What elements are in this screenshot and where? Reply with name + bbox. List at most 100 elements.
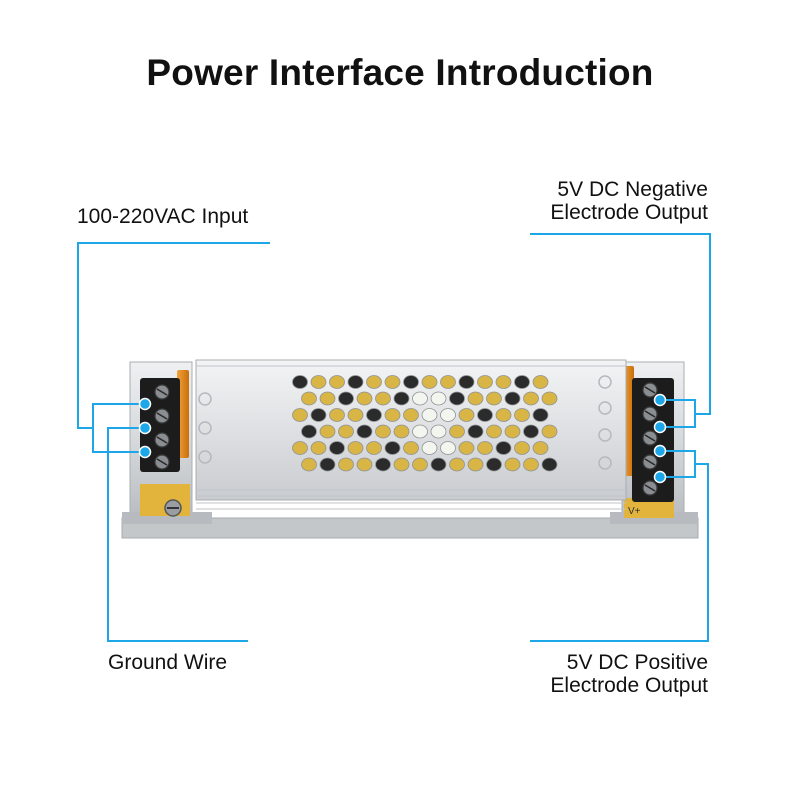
vent-hole xyxy=(467,391,484,406)
vent-hole xyxy=(449,457,465,472)
dc-negative-label-line-2: Electrode Output xyxy=(550,201,708,224)
housing-base-shape xyxy=(121,517,699,539)
top-cover xyxy=(195,359,627,510)
dc-positive-label: 5V DC Positive Electrode Output xyxy=(550,651,708,697)
vent-hole xyxy=(477,375,493,389)
vent-hole xyxy=(375,457,391,472)
vent-hole xyxy=(430,391,447,406)
vent-hole xyxy=(393,391,410,406)
vent-hole xyxy=(477,408,493,422)
symbol-v-minus-1 xyxy=(598,375,612,389)
vent-hole xyxy=(338,424,354,439)
dc-negative-label-line-1: 5V DC Negative xyxy=(557,178,708,201)
vent-hole xyxy=(412,391,428,406)
terminal-screw-slot xyxy=(156,388,168,396)
vent-hole xyxy=(541,391,558,406)
vent-hole xyxy=(393,424,410,439)
vent-hole xyxy=(310,375,327,389)
vent-hole xyxy=(514,375,530,389)
vent-hole xyxy=(504,391,521,406)
output-plus-mark: V+ xyxy=(628,506,641,517)
ac-input-leader xyxy=(77,242,270,429)
dot-positive-1 xyxy=(653,444,667,458)
vent-hole xyxy=(532,408,549,422)
vent-hole xyxy=(514,408,530,422)
dc-negative-bracket xyxy=(660,399,696,428)
vent-hole xyxy=(393,457,410,472)
leader-lines xyxy=(77,233,711,642)
vent-hole xyxy=(319,424,336,439)
vent-hole xyxy=(347,408,364,422)
dot-ac-n xyxy=(138,397,152,411)
vent-hole xyxy=(440,408,456,422)
vent-hole xyxy=(301,457,317,472)
ground-wire-leader xyxy=(107,427,248,642)
vent-hole xyxy=(347,375,364,389)
ground-wire-label: Ground Wire xyxy=(108,651,227,674)
vent-hole xyxy=(292,408,308,422)
output-terminal-block xyxy=(632,378,674,502)
dc-positive-label-line-1: 5V DC Positive xyxy=(566,651,708,674)
vent-hole xyxy=(301,424,317,439)
vent-hole xyxy=(384,375,401,389)
top-cover-ribs xyxy=(196,365,626,510)
ac-input-label-text: 100-220VAC Input xyxy=(77,205,249,228)
terminal-screw-slot xyxy=(644,458,656,466)
symbol-ground xyxy=(198,450,212,464)
vent-hole xyxy=(319,457,336,472)
vent-hole xyxy=(384,441,401,455)
dc-positive-label-line-2: Electrode Output xyxy=(550,674,708,697)
vent-hole xyxy=(421,408,438,422)
vent-hole xyxy=(504,457,521,472)
dot-positive-2 xyxy=(653,470,667,484)
ac-input-bracket xyxy=(92,403,145,453)
vent-hole xyxy=(532,375,549,389)
ac-input-label: 100-220VAC Input xyxy=(77,205,248,228)
vent-hole xyxy=(440,441,456,455)
vent-hole xyxy=(319,391,336,406)
vent-hole xyxy=(292,441,308,455)
dc-positive-bracket xyxy=(660,450,696,478)
diagram-title: Power Interface Introduction xyxy=(146,52,654,93)
vent-hole xyxy=(412,424,428,439)
vent-hole xyxy=(458,441,475,455)
vent-hole xyxy=(366,375,382,389)
vent-hole xyxy=(495,441,512,455)
pcb-right xyxy=(624,498,674,518)
vent-hole xyxy=(338,391,354,406)
vent-hole xyxy=(523,457,539,472)
vent-hole xyxy=(486,457,502,472)
terminal-screw-slot xyxy=(156,412,168,420)
vent-hole xyxy=(449,391,465,406)
terminal-screw-slot xyxy=(644,484,656,492)
vent-hole xyxy=(356,457,373,472)
terminal-screw-slot xyxy=(156,458,168,466)
vent-hole xyxy=(495,408,512,422)
vent-hole xyxy=(412,457,428,472)
vent-hole xyxy=(541,457,558,472)
vent-hole xyxy=(495,375,512,389)
vent-hole xyxy=(477,441,493,455)
ground-wire-label-text: Ground Wire xyxy=(108,651,228,674)
vent-hole xyxy=(458,408,475,422)
vent-hole xyxy=(532,441,549,455)
input-terminal-screws xyxy=(154,384,170,470)
vent-hole xyxy=(356,424,373,439)
terminal-screw-slot xyxy=(156,436,168,444)
vent-hole xyxy=(421,375,438,389)
vent-hole xyxy=(329,441,345,455)
symbol-v-plus-2 xyxy=(598,456,612,470)
vent-hole xyxy=(467,424,484,439)
dot-ground xyxy=(138,421,152,435)
output-terminal-screws xyxy=(642,382,658,496)
vent-hole xyxy=(375,424,391,439)
terminal-dots xyxy=(138,393,667,484)
vent-hole xyxy=(541,424,558,439)
vent-hole xyxy=(329,408,345,422)
vent-hole xyxy=(486,424,502,439)
vent-hole xyxy=(301,391,317,406)
terminal-screw-slot xyxy=(644,434,656,442)
symbol-v-minus-2 xyxy=(598,401,612,415)
vent-hole xyxy=(366,441,382,455)
